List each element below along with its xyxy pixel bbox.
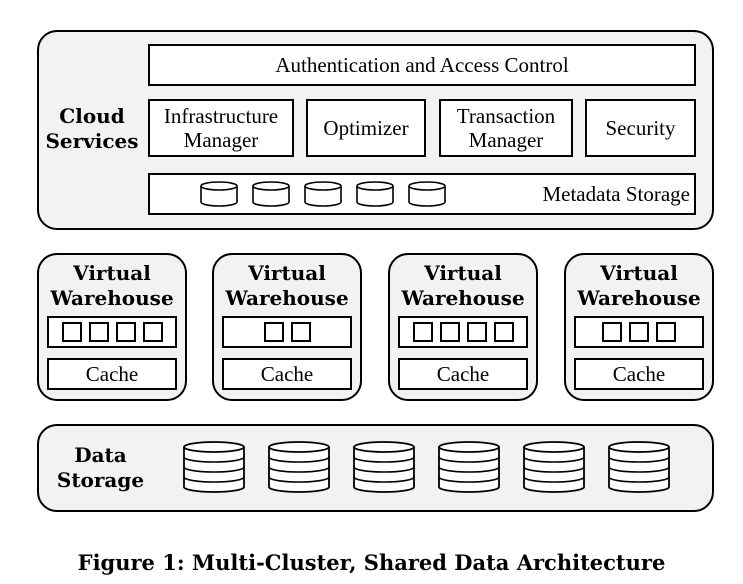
optimizer-box: Optimizer: [306, 99, 426, 157]
transaction-manager-box: Transaction Manager: [439, 99, 573, 157]
database-icon: [438, 441, 500, 493]
virtual-warehouse-title: Virtual Warehouse: [577, 261, 701, 310]
infrastructure-manager-box: Infrastructure Manager: [148, 99, 294, 157]
worker-nodes-row: [47, 316, 177, 348]
worker-node-icon: [466, 322, 487, 342]
virtual-warehouse-title: Virtual Warehouse: [50, 261, 174, 310]
database-icon: [523, 441, 585, 493]
figure-caption: Figure 1: Multi-Cluster, Shared Data Arc…: [77, 550, 666, 575]
worker-node-icon: [602, 322, 622, 342]
cache-box: Cache: [398, 358, 528, 390]
worker-node-icon: [142, 322, 163, 342]
worker-node-icon: [656, 322, 676, 342]
cloud-services-title: Cloud Services: [45, 104, 139, 153]
worker-node-icon: [493, 322, 514, 342]
worker-node-icon: [61, 322, 82, 342]
worker-node-icon: [439, 322, 460, 342]
metadata-cylinder-icon: [304, 181, 342, 207]
cache-box: Cache: [222, 358, 352, 390]
database-icon: [608, 441, 670, 493]
worker-node-icon: [115, 322, 136, 342]
database-icon: [183, 441, 245, 493]
data-storage-title: Data Storage: [56, 443, 145, 492]
auth-access-control-box: Authentication and Access Control: [148, 44, 696, 86]
worker-node-icon: [263, 322, 284, 342]
database-icon: [268, 441, 330, 493]
worker-node-icon: [88, 322, 109, 342]
metadata-cylinder-icon: [408, 181, 446, 207]
worker-node-icon: [412, 322, 433, 342]
worker-node-icon: [290, 322, 311, 342]
worker-nodes-row: [222, 316, 352, 348]
worker-node-icon: [629, 322, 649, 342]
cache-box: Cache: [47, 358, 177, 390]
metadata-cylinder-icon: [200, 181, 238, 207]
metadata-cylinder-icon: [356, 181, 394, 207]
metadata-cylinder-icon: [252, 181, 290, 207]
metadata-storage-label: Metadata Storage: [542, 182, 690, 206]
cache-box: Cache: [574, 358, 704, 390]
worker-nodes-row: [574, 316, 704, 348]
virtual-warehouse-title: Virtual Warehouse: [225, 261, 349, 310]
security-box: Security: [585, 99, 696, 157]
worker-nodes-row: [398, 316, 528, 348]
database-icon: [353, 441, 415, 493]
virtual-warehouse-title: Virtual Warehouse: [401, 261, 525, 310]
